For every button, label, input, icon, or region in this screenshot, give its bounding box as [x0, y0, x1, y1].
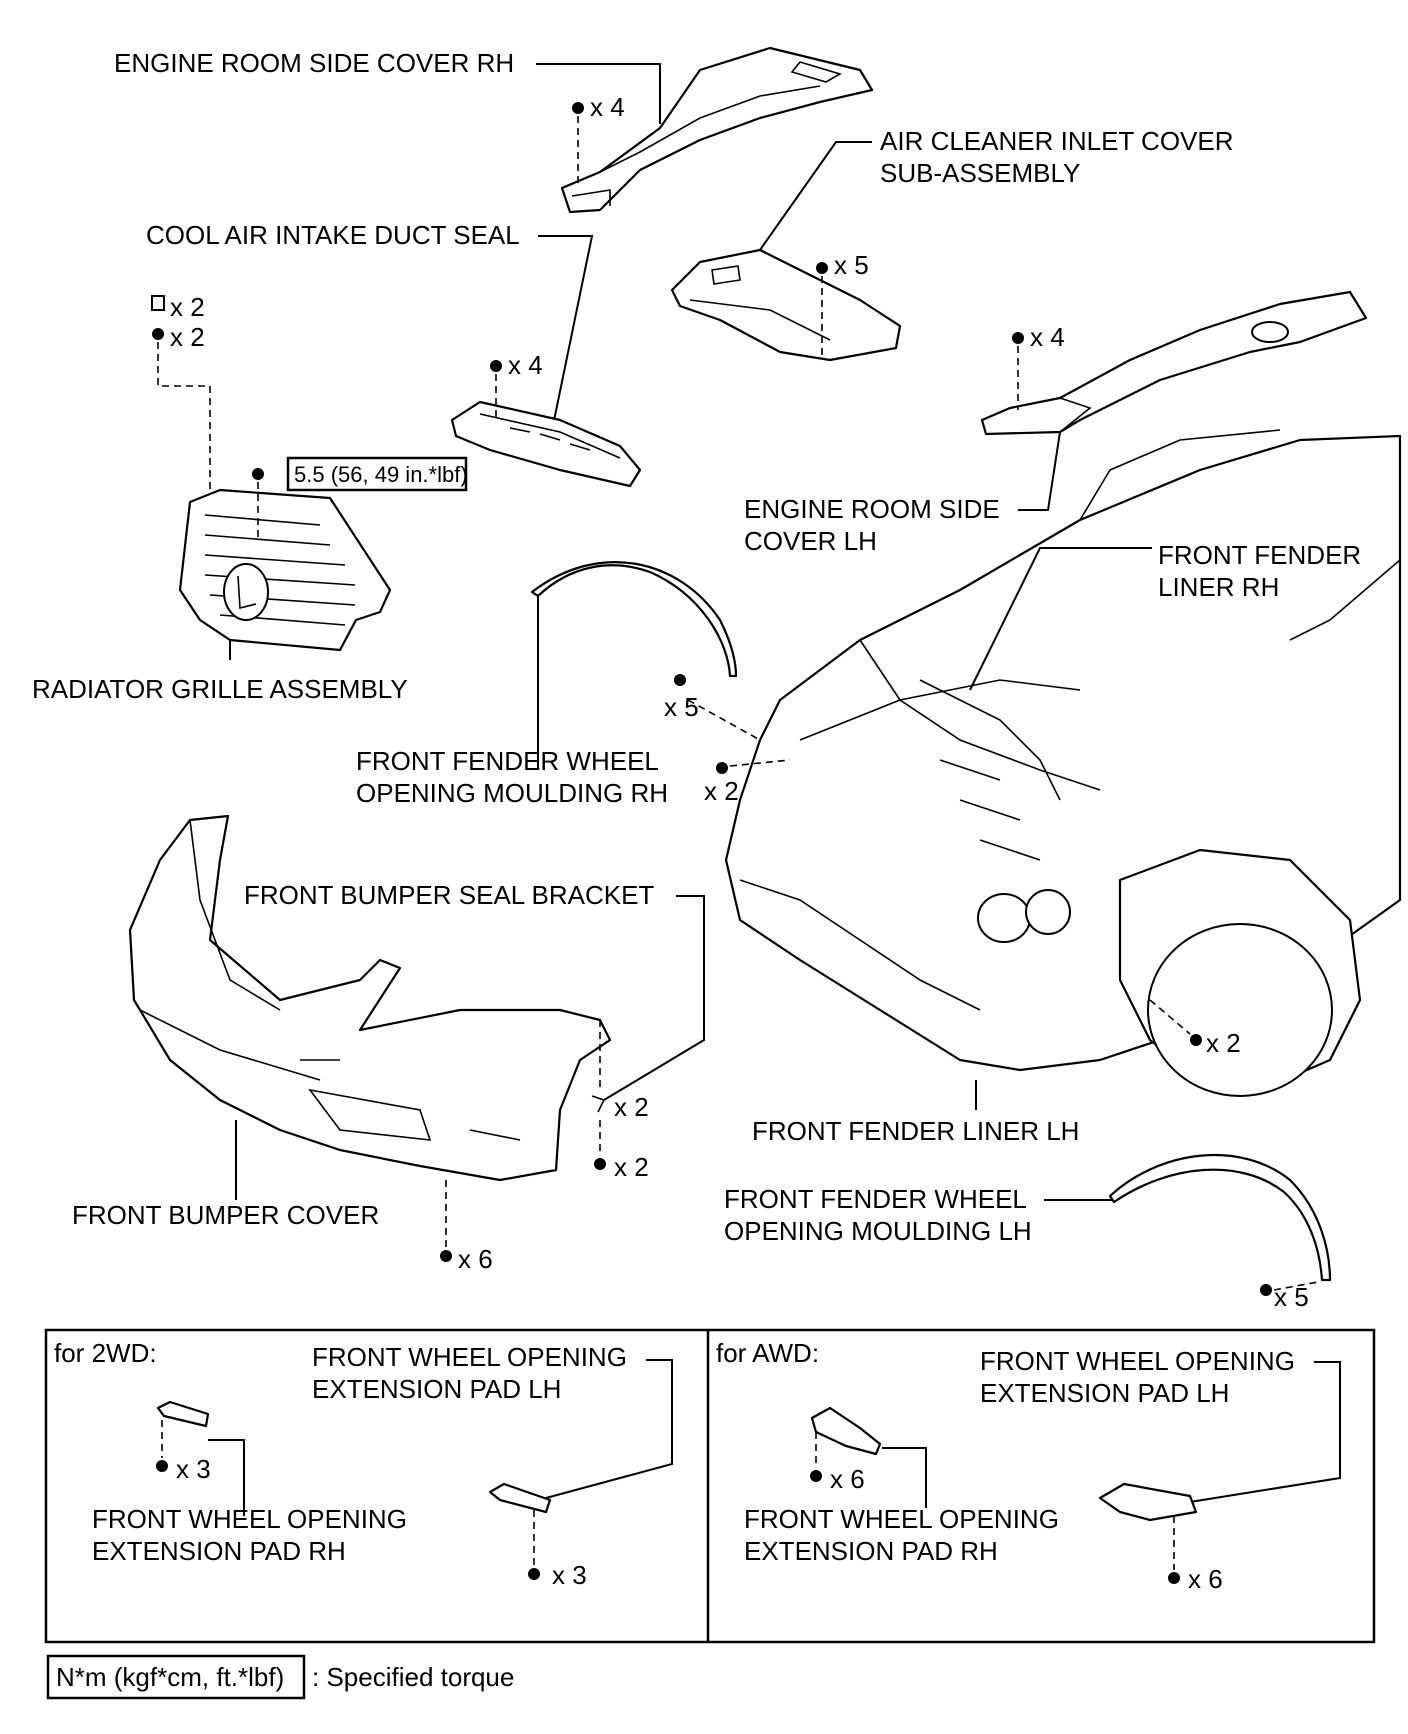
leader-awd-pad-rh [882, 1447, 927, 1508]
label-front-bumper-cover: FRONT BUMPER COVER [72, 1200, 379, 1230]
moulding-rh-part [530, 561, 738, 678]
heading-2wd: for 2WD: [54, 1338, 157, 1368]
bracket-clip-icon [591, 1095, 606, 1113]
qty-moulding-rh-clip: x 2 [704, 776, 739, 806]
leader-front-fender-liner-rh [969, 547, 1152, 691]
leader-air-cleaner-inlet-cover [759, 141, 872, 251]
clip-icon [716, 762, 728, 774]
qty-bumper-screw: x 6 [458, 1244, 493, 1274]
label-moulding-rh-1: FRONT FENDER WHEEL [356, 746, 659, 776]
pad-awd-rh-part [810, 1406, 882, 1456]
qty-liner-lh: x 2 [1206, 1028, 1241, 1058]
pad-2wd-rh-part [156, 1400, 210, 1428]
qty-side-cover-rh: x 4 [590, 92, 625, 122]
label-2wd-pad-lh-1: FRONT WHEEL OPENING [312, 1342, 627, 1372]
label-engine-room-side-cover-lh-1: ENGINE ROOM SIDE [744, 494, 1000, 524]
qty-bracket-clip: x 2 [614, 1092, 649, 1122]
qty-pad-2wd-lh: x 3 [552, 1560, 587, 1590]
label-engine-room-side-cover-rh: ENGINE ROOM SIDE COVER RH [114, 48, 514, 78]
leader-cool-air-intake-duct-seal [538, 235, 594, 441]
nut-icon [152, 328, 164, 340]
leader-front-bumper-seal-bracket [603, 895, 705, 1101]
bolt-icon [490, 360, 502, 372]
label-radiator-grille-assembly: RADIATOR GRILLE ASSEMBLY [32, 674, 408, 704]
pad-2wd-lh-part [488, 1482, 552, 1514]
label-moulding-lh-1: FRONT FENDER WHEEL [724, 1184, 1027, 1214]
label-awd-pad-rh-1: FRONT WHEEL OPENING [744, 1504, 1059, 1534]
fastener-line [1273, 1281, 1319, 1291]
engine-room-side-cover-lh-part [980, 290, 1368, 436]
qty-grille-clip: x 2 [170, 292, 205, 322]
label-awd-pad-lh-1: FRONT WHEEL OPENING [980, 1346, 1295, 1376]
leader-engine-room-side-cover-lh [1018, 431, 1061, 511]
qty-air-cleaner: x 5 [834, 250, 869, 280]
torque-grille-bolt: 5.5 (56, 49 in.*lbf) [294, 462, 468, 487]
qty-moulding-rh-screw: x 5 [664, 692, 699, 722]
legend-box-text: N*m (kgf*cm, ft.*lbf) [56, 1662, 284, 1692]
leader-2wd-pad-rh [208, 1439, 245, 1516]
air-cleaner-inlet-cover-part [670, 248, 902, 362]
bolt-icon [252, 468, 264, 480]
pad-awd-lh-part [1098, 1482, 1198, 1522]
qty-grille-clip2: x 2 [170, 322, 205, 352]
vehicle-body-outline [724, 429, 1402, 1097]
label-front-fender-liner-lh: FRONT FENDER LINER LH [752, 1116, 1079, 1146]
legend-description: : Specified torque [312, 1662, 514, 1692]
clip-icon [151, 295, 165, 311]
label-cool-air-intake-duct-seal: COOL AIR INTAKE DUCT SEAL [146, 220, 520, 250]
label-air-cleaner-inlet-cover-1: AIR CLEANER INLET COVER [880, 126, 1234, 156]
label-2wd-pad-lh-2: EXTENSION PAD LH [312, 1374, 561, 1404]
screw-icon [440, 1250, 452, 1262]
screw-icon [156, 1460, 168, 1472]
screw-icon [1260, 1284, 1272, 1296]
fastener-line [1149, 999, 1191, 1035]
label-front-fender-liner-rh-2: LINER RH [1158, 572, 1279, 602]
bolt-icon [1012, 332, 1024, 344]
screw-icon [810, 1470, 822, 1482]
cool-air-intake-duct-seal-part [450, 400, 642, 488]
label-awd-pad-lh-2: EXTENSION PAD LH [980, 1378, 1229, 1408]
screw-icon [594, 1158, 606, 1170]
leader-2wd-pad-lh [545, 1359, 673, 1499]
torque-box [286, 456, 468, 492]
qty-side-cover-lh: x 4 [1030, 322, 1065, 352]
engine-room-side-cover-rh-part [560, 46, 874, 214]
screw-icon [674, 674, 686, 686]
qty-pad-2wd-rh: x 3 [176, 1454, 211, 1484]
qty-pad-awd-rh: x 6 [830, 1464, 865, 1494]
label-2wd-pad-rh-2: EXTENSION PAD RH [92, 1536, 346, 1566]
fastener-line [687, 699, 761, 741]
moulding-lh-part [1108, 1154, 1332, 1282]
screw-icon [1190, 1034, 1202, 1046]
heading-awd: for AWD: [716, 1338, 819, 1368]
variants-panel [44, 1328, 1376, 1644]
leader-awd-pad-lh [1189, 1361, 1341, 1503]
label-moulding-rh-2: OPENING MOULDING RH [356, 778, 668, 808]
qty-bracket-screw: x 2 [614, 1152, 649, 1182]
label-moulding-lh-2: OPENING MOULDING LH [724, 1216, 1032, 1246]
fastener-line [729, 759, 791, 767]
screw-icon [528, 1568, 540, 1580]
qty-moulding-lh: x 5 [1274, 1282, 1309, 1312]
leader-engine-room-side-cover-rh [536, 63, 661, 124]
label-awd-pad-rh-2: EXTENSION PAD RH [744, 1536, 998, 1566]
label-air-cleaner-inlet-cover-2: SUB-ASSEMBLY [880, 158, 1080, 188]
label-2wd-pad-rh-1: FRONT WHEEL OPENING [92, 1504, 407, 1534]
legend-box [46, 1654, 306, 1700]
label-front-bumper-seal-bracket: FRONT BUMPER SEAL BRACKET [244, 880, 654, 910]
label-engine-room-side-cover-lh-2: COVER LH [744, 526, 877, 556]
screw-icon [1168, 1572, 1180, 1584]
qty-pad-awd-lh: x 6 [1188, 1564, 1223, 1594]
radiator-grille-assembly-part [178, 488, 392, 652]
fastener-line [157, 342, 211, 496]
qty-duct-seal: x 4 [508, 350, 543, 380]
bolt-icon [816, 262, 828, 274]
label-front-fender-liner-rh-1: FRONT FENDER [1158, 540, 1361, 570]
front-bumper-cover-part [128, 814, 612, 1182]
bolt-icon [572, 102, 584, 114]
